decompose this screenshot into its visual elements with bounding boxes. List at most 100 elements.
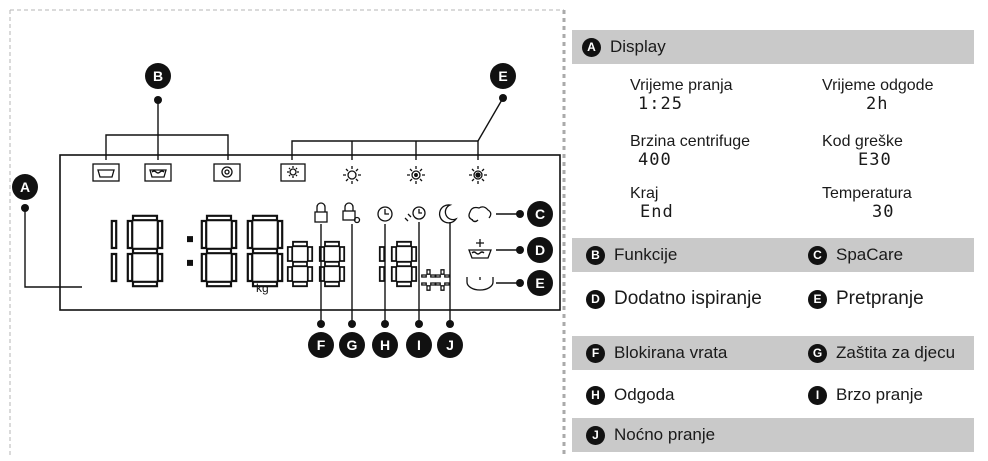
main-digit-0 — [110, 219, 118, 283]
display-item-delay-time-value: 2h — [866, 94, 889, 114]
main-segment — [230, 252, 238, 283]
small1-segment — [292, 240, 308, 248]
lcd-main-time-digits — [110, 214, 284, 288]
svg-text:B: B — [153, 68, 163, 84]
badge-j: J — [586, 425, 605, 445]
small1-segment — [318, 266, 326, 282]
callout-i-dot — [415, 320, 423, 328]
svg-text:I: I — [417, 337, 421, 353]
tiny-segment — [435, 282, 441, 286]
legend-quick-wash-label: Brzo pranje — [836, 385, 923, 404]
small1-segment — [324, 280, 340, 288]
small2-segment — [396, 240, 412, 248]
legend-row-functions: B Funkcije C SpaCare — [572, 238, 974, 272]
lcd-panel — [59, 154, 561, 311]
small2-segment — [378, 266, 386, 282]
svg-text:F: F — [317, 337, 326, 353]
legend-extra-rinse-label: Dodatno ispiranje — [614, 288, 762, 309]
small2-segment — [396, 280, 412, 288]
main-segment — [246, 252, 254, 283]
prewash-tub-icon — [92, 163, 120, 182]
small1-segment — [324, 260, 340, 268]
legend-row-rinse: D Dodatno ispiranje E Pretpranje — [572, 282, 974, 316]
legend-spacare-label: SpaCare — [836, 245, 904, 264]
tiny-digit-0 — [421, 269, 436, 291]
callout-b-leader — [105, 100, 229, 160]
main-segment — [200, 219, 208, 250]
tiny-segment — [444, 274, 450, 278]
main-segment — [205, 214, 233, 222]
small1-segment — [338, 246, 346, 262]
svg-text:C: C — [535, 206, 545, 222]
small2-segment — [396, 260, 412, 268]
main-segment — [276, 219, 284, 250]
legend-functions-label: Funkcije — [614, 245, 678, 264]
tiny-digit-1 — [435, 269, 450, 291]
display-item-delay-time: Vrijeme odgode 2h — [822, 77, 934, 114]
badge-c: C — [808, 245, 827, 265]
main-digit-3 — [246, 214, 284, 288]
small1-segment — [306, 266, 314, 282]
callout-d: D — [527, 237, 553, 263]
wool-tub-icon — [144, 163, 172, 182]
badge-d: D — [586, 289, 605, 309]
callout-e-top-dot — [499, 94, 507, 102]
callout-g-dot — [348, 320, 356, 328]
tiny-segment — [435, 274, 441, 278]
display-item-wash-time-value: 1:25 — [638, 94, 683, 114]
main-colon — [187, 236, 193, 243]
main-digit-2 — [200, 214, 238, 288]
legend-night-wash-label: Noćno pranje — [614, 425, 716, 444]
display-item-error-code-value: E30 — [858, 150, 892, 170]
small2-segment — [390, 246, 398, 262]
small1-segment — [292, 260, 308, 268]
legend-child-lock-label: Zaštita za djecu — [836, 343, 956, 362]
delay-clock-icon — [377, 206, 393, 222]
display-item-temperature-value: 30 — [872, 202, 895, 222]
main-segment — [276, 252, 284, 283]
display-item-temperature: Temperatura 30 — [822, 185, 912, 222]
legend-door-lock-label: Blokirana vrata — [614, 343, 728, 362]
legend-display-header: A Display — [572, 30, 974, 64]
small1-segment — [306, 246, 314, 262]
legend-row-night: J Noćno pranje — [572, 418, 974, 452]
main-segment — [110, 252, 118, 283]
callout-i: I — [406, 332, 432, 358]
display-item-spin-speed-value: 400 — [638, 150, 672, 170]
main-segment — [205, 247, 233, 255]
svg-text:J: J — [446, 337, 454, 353]
main-segment — [156, 252, 164, 283]
main-segment — [200, 252, 208, 283]
callout-j: J — [437, 332, 463, 358]
small1-segment — [286, 266, 294, 282]
callout-j-dot — [446, 320, 454, 328]
main-colon — [187, 259, 193, 266]
callout-a: A — [12, 174, 38, 200]
tiny-segment — [430, 282, 436, 286]
lcd-tiny-digits — [421, 269, 450, 291]
small1-segment — [338, 266, 346, 282]
legend-delay-label: Odgoda — [614, 385, 675, 404]
main-segment — [110, 219, 118, 250]
svg-text:E: E — [535, 275, 544, 291]
spacare-icon — [468, 206, 492, 223]
badge-i: I — [808, 385, 827, 405]
temperature-mid-icon — [407, 166, 425, 184]
main-segment — [251, 247, 279, 255]
small1-segment — [286, 246, 294, 262]
small2-segment — [410, 246, 418, 262]
main-segment — [251, 214, 279, 222]
callout-e-top-leader — [291, 97, 504, 160]
display-item-wash-time: Vrijeme pranja 1:25 — [630, 77, 733, 114]
callout-b-dot — [154, 96, 162, 104]
child-lock-icon — [342, 202, 361, 224]
main-digit-1 — [126, 214, 164, 288]
door-lock-icon — [314, 202, 328, 223]
svg-text:H: H — [380, 337, 390, 353]
small1-digit-1 — [318, 240, 346, 288]
svg-text:G: G — [347, 337, 358, 353]
badge-e: E — [808, 289, 827, 309]
temperature-boxed-icon — [280, 163, 306, 182]
legend-prewash-label: Pretpranje — [836, 288, 924, 309]
